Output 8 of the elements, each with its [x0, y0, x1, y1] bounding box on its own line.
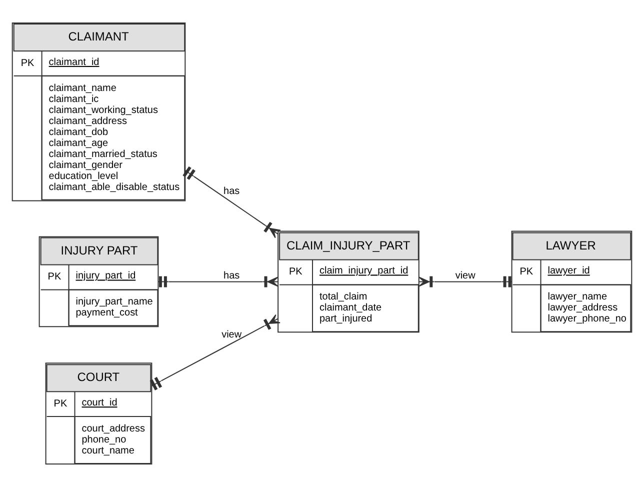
edge-label: has: [224, 270, 240, 282]
connector: [158, 276, 278, 287]
connector: [150, 314, 281, 390]
edge-label: view: [455, 270, 476, 282]
edge-label: view: [222, 329, 242, 340]
connector: [418, 276, 512, 287]
connector: [182, 166, 281, 238]
edge-label: has: [224, 185, 240, 196]
